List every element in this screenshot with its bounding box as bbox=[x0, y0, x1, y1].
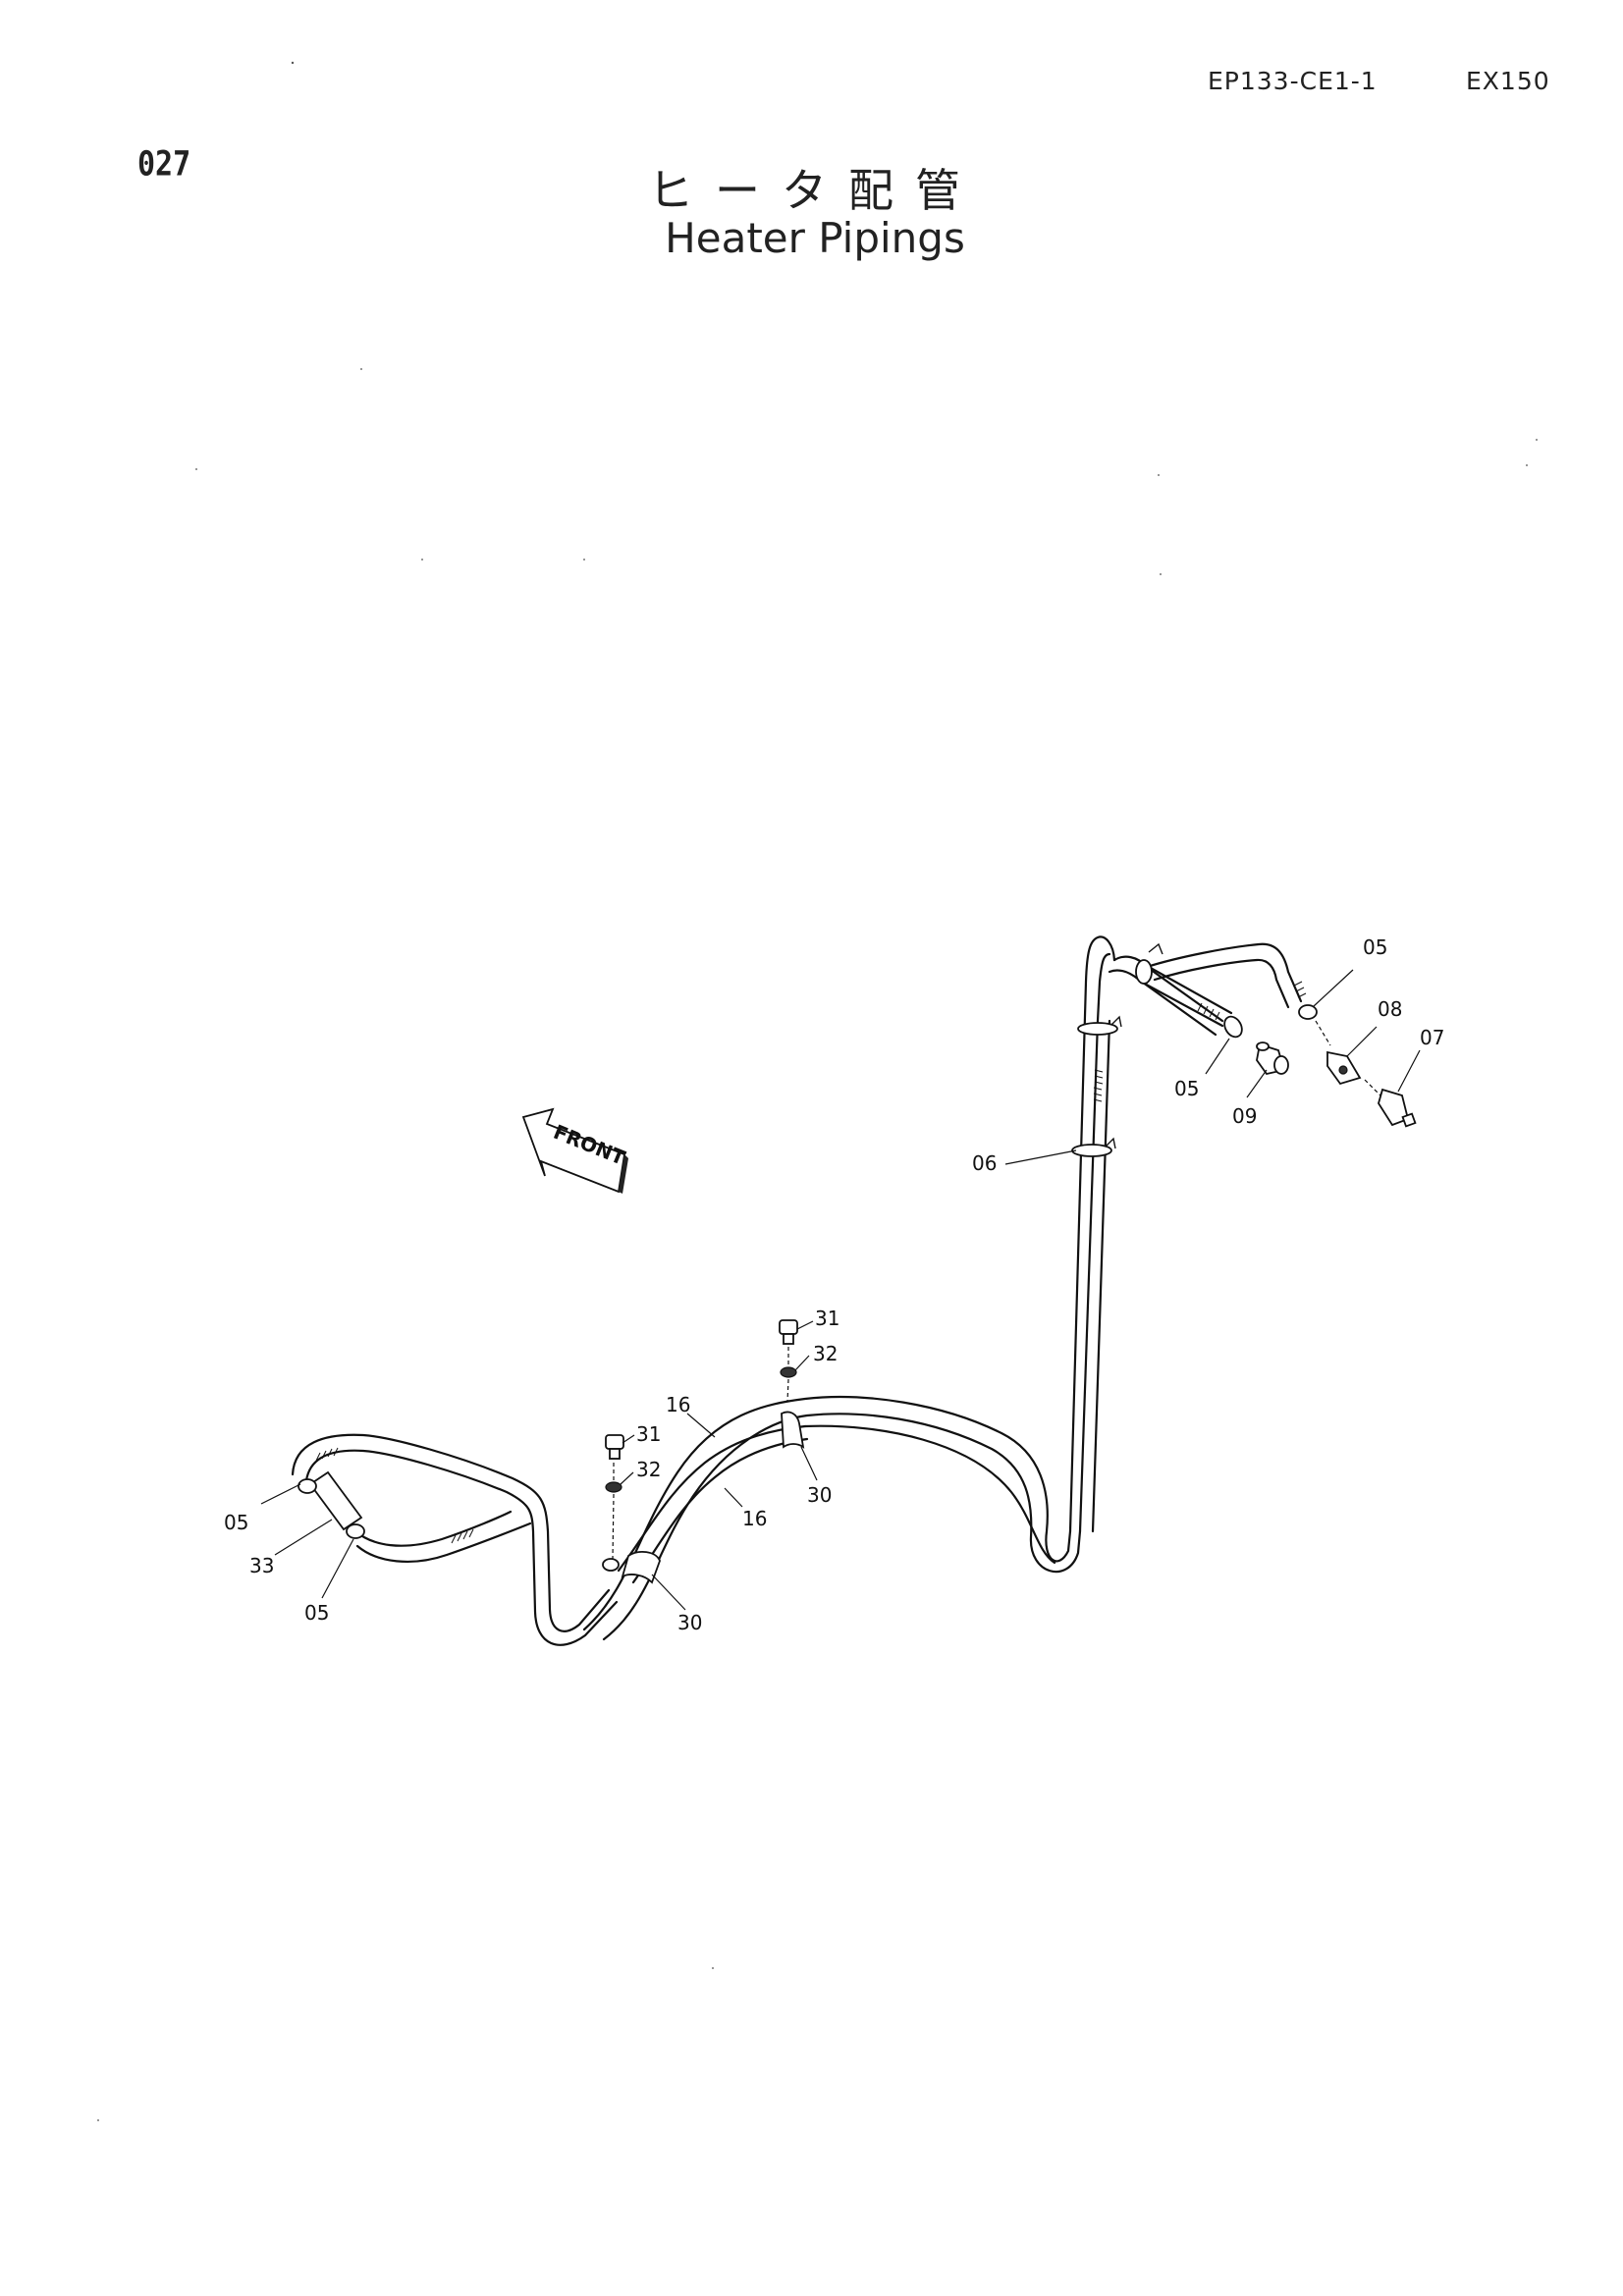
callout-31-upper: 31 bbox=[815, 1307, 839, 1330]
page-title-japanese: ヒータ配管 bbox=[648, 164, 982, 217]
callout-32-upper: 32 bbox=[813, 1342, 838, 1365]
clamps bbox=[621, 942, 1163, 1584]
callout-31-lower: 31 bbox=[636, 1422, 661, 1446]
callout-05-top: 05 bbox=[1363, 935, 1387, 959]
main-heater-hoses bbox=[582, 935, 1307, 1641]
front-direction-arrow: FRONT bbox=[521, 1107, 629, 1194]
callout-05-mid: 05 bbox=[1174, 1077, 1199, 1100]
callout-08: 08 bbox=[1378, 997, 1402, 1021]
callout-16-lower: 16 bbox=[742, 1507, 767, 1530]
leader-lines bbox=[260, 969, 1421, 1611]
callout-33: 33 bbox=[249, 1554, 274, 1577]
callout-05-left-bottom: 05 bbox=[304, 1601, 329, 1625]
lower-bolt-assembly bbox=[602, 1434, 624, 1572]
callout-32-lower: 32 bbox=[636, 1458, 661, 1481]
page-title-english: Heater Pipings bbox=[665, 214, 965, 262]
callout-30-left: 30 bbox=[677, 1611, 702, 1634]
callout-07: 07 bbox=[1420, 1026, 1444, 1049]
callout-numbers: 05 08 07 05 09 06 31 32 16 30 16 31 32 0… bbox=[224, 935, 1444, 1634]
document-id: EP133-CE1-1 bbox=[1208, 67, 1378, 95]
callout-16-upper: 16 bbox=[666, 1393, 690, 1416]
scan-specks bbox=[97, 61, 1538, 2121]
callout-06: 06 bbox=[972, 1151, 997, 1175]
right-fittings bbox=[1223, 1004, 1417, 1128]
callout-09: 09 bbox=[1232, 1104, 1257, 1128]
page-number: 027 bbox=[137, 144, 191, 185]
left-hose-loop bbox=[291, 1433, 619, 1646]
model-code: EX150 bbox=[1466, 67, 1550, 95]
callout-30-right: 30 bbox=[807, 1483, 832, 1507]
upper-bolt-assembly bbox=[779, 1319, 798, 1403]
callout-05-left-top: 05 bbox=[224, 1511, 248, 1534]
